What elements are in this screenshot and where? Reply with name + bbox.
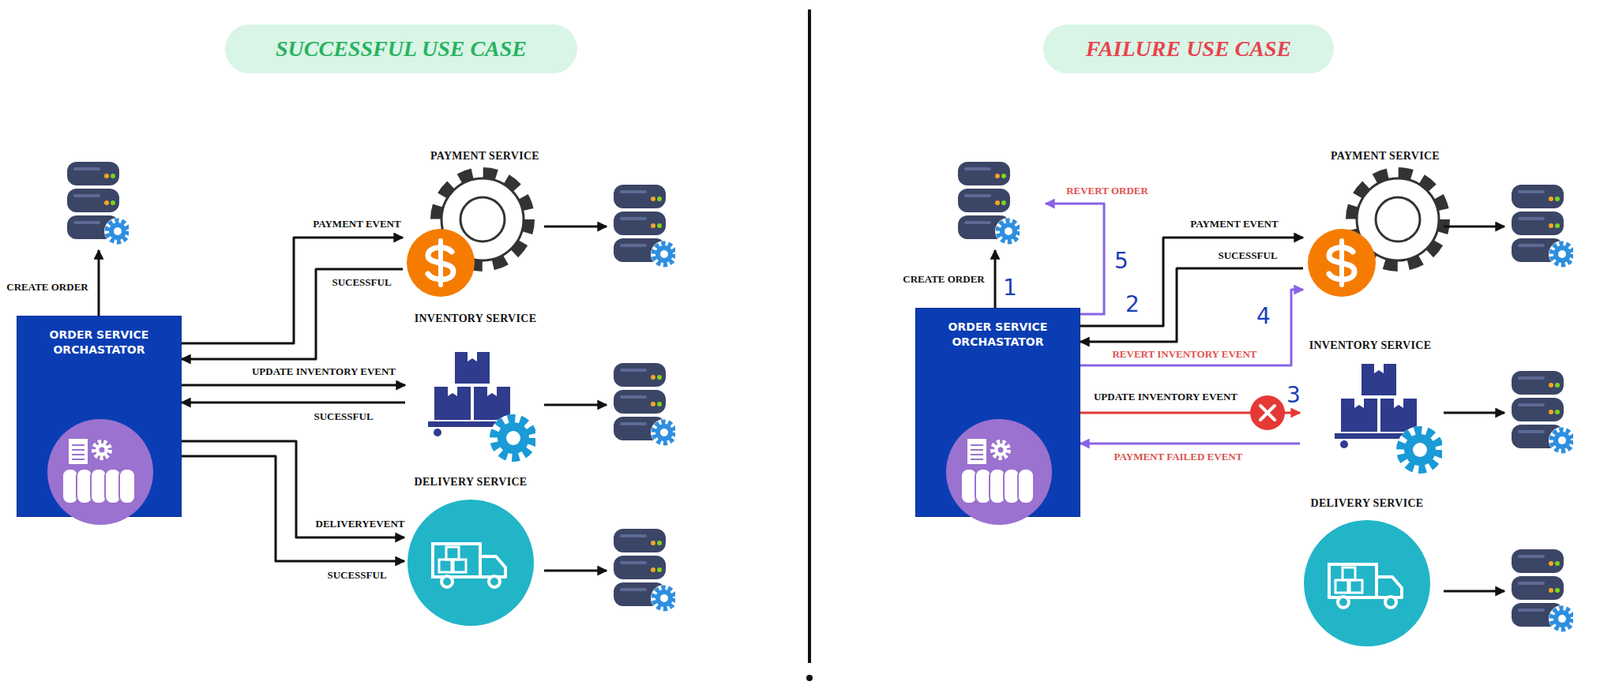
callout-number: 5: [1114, 247, 1129, 275]
panel-title: SUCCESSFUL USE CASE: [275, 36, 527, 62]
edge-label: SUCESSFUL: [311, 410, 376, 424]
orchestrator-icon: [946, 419, 1052, 526]
db-arrow: [544, 226, 1505, 592]
flow-arrow: [1080, 289, 1304, 366]
edge-label: DELIVERYEVENT: [313, 518, 408, 531]
orchestrator-box: ORDER SERVICE ORCHASTATOR: [16, 315, 182, 518]
database-icon: [957, 161, 1022, 245]
database-icon: [613, 184, 678, 268]
flow-arrow: [181, 384, 406, 387]
database-icon: [613, 363, 678, 447]
service-node: PAYMENT SERVICE: [402, 150, 568, 305]
flow-arrow: [1080, 268, 1304, 342]
orchestrator-box: ORDER SERVICE ORCHASTATOR: [915, 307, 1081, 518]
database-icon: [1511, 184, 1576, 268]
callout-number: 2: [1125, 291, 1140, 318]
edge-label: UPDATE INVENTORY EVENT: [249, 365, 399, 379]
edge-label: SUCESSFUL: [1215, 249, 1280, 263]
node-label: PAYMENT SERVICE: [1303, 150, 1468, 163]
flow-arrow: [181, 456, 405, 562]
edge-label: UPDATE INVENTORY EVENT: [1091, 390, 1240, 404]
node-label: INVENTORY SERVICE: [1299, 339, 1441, 353]
node-label: DELIVERY SERVICE: [404, 476, 538, 489]
inventory-icon: [1334, 364, 1444, 474]
service-node: DELIVERY SERVICE: [404, 476, 538, 631]
service-node: INVENTORY SERVICE: [405, 312, 546, 451]
edge-label: SUCESSFUL: [329, 276, 394, 290]
database-icon: [1511, 371, 1576, 455]
flow-arrow: [181, 269, 403, 360]
panel-title: FAILURE USE CASE: [1085, 36, 1292, 62]
node-label: ORDER SERVICE ORCHASTATOR: [17, 316, 181, 358]
failure-mark: [1250, 395, 1285, 431]
delivery-icon: [1303, 520, 1431, 647]
arrow-label: REVERT ORDER: [1063, 184, 1151, 198]
arrow-label: CREATE ORDER: [3, 281, 91, 294]
delivery-icon: [407, 499, 534, 627]
arrow-label: CREATE ORDER: [900, 273, 987, 286]
database-icon: [1511, 549, 1576, 633]
edge-label: PAYMENT EVENT: [310, 217, 403, 231]
service-node: INVENTORY SERVICE: [1299, 339, 1441, 482]
callout-number: 4: [1256, 303, 1271, 330]
database-icon: [613, 529, 678, 613]
create-order-arrow: [97, 250, 101, 316]
database-icon: [67, 161, 132, 245]
inventory-icon: [428, 352, 538, 462]
flow-arrow: [181, 237, 403, 344]
payment-icon: [1307, 229, 1376, 297]
node-label: ORDER SERVICE ORCHASTATOR: [916, 308, 1080, 350]
node-label: DELIVERY SERVICE: [1300, 497, 1434, 511]
revert-order-arrow: [1045, 203, 1105, 315]
edge-label: PAYMENT FAILED EVENT: [1111, 450, 1246, 464]
edge-label: PAYMENT EVENT: [1187, 217, 1281, 231]
service-node: DELIVERY SERVICE: [1300, 497, 1434, 652]
title-pill: SUCCESSFUL USE CASE: [225, 24, 578, 74]
orchestrator-icon: [47, 419, 154, 526]
node-label: INVENTORY SERVICE: [405, 312, 546, 326]
payment-icon: [406, 229, 475, 297]
flow-arrow: [1080, 443, 1300, 446]
divider-dot: [806, 675, 813, 682]
flow-arrow: [181, 401, 406, 405]
service-node: PAYMENT SERVICE: [1303, 150, 1468, 305]
create-order-arrow: [994, 250, 997, 308]
edge-label: REVERT INVENTORY EVENT: [1109, 348, 1259, 361]
divider-line: [807, 9, 812, 664]
callout-number: 1: [1002, 274, 1018, 301]
callout-number: 3: [1286, 382, 1301, 409]
title-pill: FAILURE USE CASE: [1043, 24, 1334, 74]
edge-label: SUCESSFUL: [324, 569, 389, 583]
node-label: PAYMENT SERVICE: [402, 150, 568, 163]
